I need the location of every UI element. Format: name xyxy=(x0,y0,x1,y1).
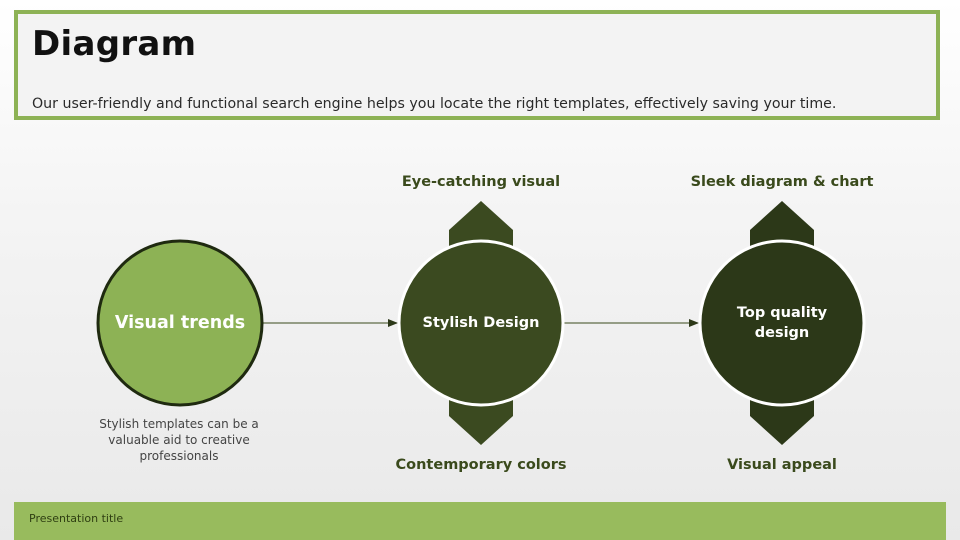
node-label-visual-trends: Visual trends xyxy=(114,313,246,333)
node-label-top-quality: Top quality design xyxy=(736,305,828,341)
page-title: Diagram xyxy=(32,24,197,64)
page-subtitle: Our user-friendly and functional search … xyxy=(32,96,837,112)
node-circle-visual-trends xyxy=(96,239,264,407)
callout-visual-appeal: Visual appeal xyxy=(727,457,837,473)
callout-eye-catching: Eye-catching visual xyxy=(401,174,561,190)
callout-contemporary-colors: Contemporary colors xyxy=(395,457,567,473)
callout-sleek-diagram: Sleek diagram & chart xyxy=(690,174,874,190)
footer-bar: Presentation title xyxy=(14,502,946,540)
footer-text: Presentation title xyxy=(29,512,124,525)
node-label-stylish-design: Stylish Design xyxy=(422,315,540,331)
header-box: Diagram Our user-friendly and functional… xyxy=(14,10,940,120)
node-circle-top-quality xyxy=(698,239,866,407)
node-description: Stylish templates can be a valuable aid … xyxy=(99,417,259,463)
node-circle-stylish-design xyxy=(397,239,565,407)
